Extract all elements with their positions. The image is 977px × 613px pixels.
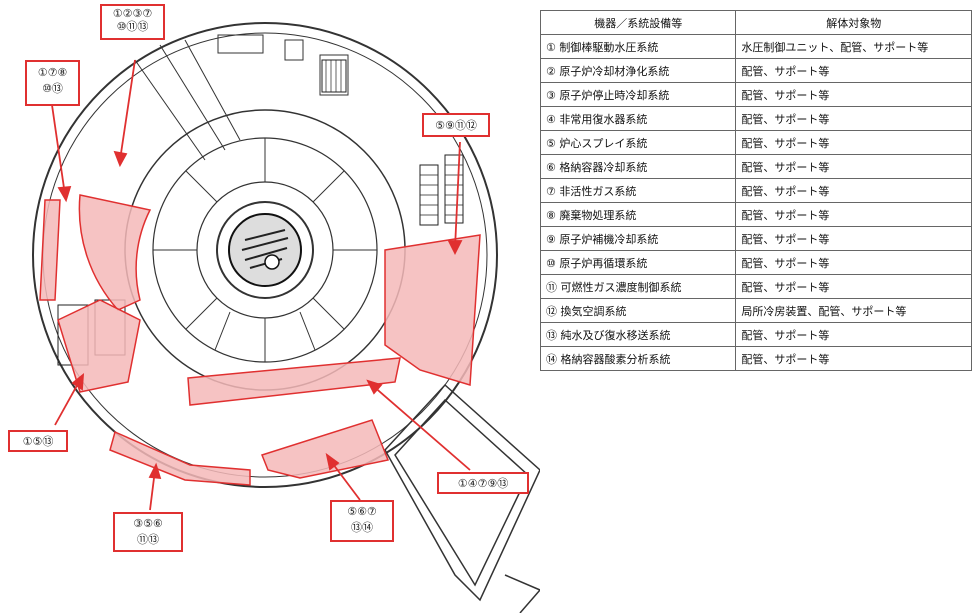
leader-lines — [51, 59, 471, 511]
callout-bottom-left-line1: ①⑤⑬ — [22, 435, 54, 448]
table-row: ⑭ 格納容器酸素分析系統配管、サポート等 — [539, 346, 972, 371]
callout-bottom-right: ⑤⑥⑦ ⑬⑭ — [330, 500, 394, 542]
table-cell-target: 水圧制御ユニット、配管、サポート等 — [735, 34, 972, 59]
callout-right-line1: ⑤⑨⑪⑫ — [435, 119, 477, 132]
table-cell-system: ⑧ 廃棄物処理系統 — [539, 202, 737, 227]
zone-right — [384, 234, 481, 386]
table-row: ⑥ 格納容器冷却系統配管、サポート等 — [539, 154, 972, 179]
top-corridor — [134, 34, 349, 161]
reactor-core — [216, 201, 314, 299]
zone-lower-left — [57, 299, 141, 393]
callout-top-left: ①⑦⑧ ⑩⑬ — [25, 60, 80, 106]
table-cell-target: 配管、サポート等 — [735, 58, 972, 83]
table-cell-target: 配管、サポート等 — [735, 346, 972, 371]
table-cell-target: 配管、サポート等 — [735, 106, 972, 131]
table-cell-system: ③ 原子炉停止時冷却系統 — [539, 82, 737, 107]
table-row: ⑧ 廃棄物処理系統配管、サポート等 — [539, 202, 972, 227]
callout-bottom-mid-line1: ③⑤⑥ — [133, 517, 163, 530]
callout-top-center-line2: ⑩⑪⑬ — [116, 20, 149, 33]
callout-top-center: ①②③⑦ ⑩⑪⑬ — [100, 4, 165, 40]
callout-top-left-line2: ⑩⑬ — [42, 82, 63, 95]
table-row: ⑤ 炉心スプレイ系統配管、サポート等 — [539, 130, 972, 155]
callout-top-left-line1: ①⑦⑧ — [37, 66, 68, 79]
table-cell-system: ② 原子炉冷却材浄化系統 — [539, 58, 737, 83]
table-cell-system: ① 制御棒駆動水圧系統 — [539, 34, 737, 59]
table-row: ① 制御棒駆動水圧系統水圧制御ユニット、配管、サポート等 — [539, 34, 972, 59]
table-row: ⑩ 原子炉再循環系統配管、サポート等 — [539, 250, 972, 275]
table-row: ⑪ 可燃性ガス濃度制御系統配管、サポート等 — [539, 274, 972, 299]
table-cell-target: 配管、サポート等 — [735, 274, 972, 299]
dismantling-zones — [39, 194, 481, 486]
callout-bottom-center-line1: ①④⑦⑨⑬ — [457, 477, 509, 490]
table-cell-system: ⑭ 格納容器酸素分析系統 — [539, 346, 737, 371]
callout-bottom-mid: ③⑤⑥ ⑪⑬ — [113, 512, 183, 552]
callout-top-center-line1: ①②③⑦ — [112, 7, 153, 20]
table-header-equipment: 機器／系統設備等 — [539, 10, 737, 35]
table-row: ③ 原子炉停止時冷却系統配管、サポート等 — [539, 82, 972, 107]
table-cell-target: 配管、サポート等 — [735, 178, 972, 203]
outer-wall — [32, 22, 498, 488]
table-cell-target: 配管、サポート等 — [735, 226, 972, 251]
table-cell-target: 配管、サポート等 — [735, 82, 972, 107]
table-cell-target: 配管、サポート等 — [735, 202, 972, 227]
callout-bottom-right-line1: ⑤⑥⑦ — [347, 505, 377, 518]
callout-right: ⑤⑨⑪⑫ — [422, 113, 490, 137]
table-row: ④ 非常用復水器系統配管、サポート等 — [539, 106, 972, 131]
callout-bottom-center: ①④⑦⑨⑬ — [437, 472, 529, 494]
table-cell-system: ⑤ 炉心スプレイ系統 — [539, 130, 737, 155]
table-row: ⑦ 非活性ガス系統配管、サポート等 — [539, 178, 972, 203]
callout-bottom-left: ①⑤⑬ — [8, 430, 68, 452]
equipment-table: 機器／系統設備等 解体対象物 ① 制御棒駆動水圧系統水圧制御ユニット、配管、サポ… — [539, 10, 972, 371]
table-row: ⑨ 原子炉補機冷却系統配管、サポート等 — [539, 226, 972, 251]
zone-bottom-right — [261, 419, 390, 479]
table-cell-system: ⑦ 非活性ガス系統 — [539, 178, 737, 203]
callout-bottom-right-line2: ⑬⑭ — [351, 521, 373, 534]
table-header-row: 機器／系統設備等 解体対象物 — [539, 10, 972, 35]
table-cell-target: 配管、サポート等 — [735, 130, 972, 155]
zone-far-left — [39, 199, 61, 301]
floor-plan — [32, 22, 540, 613]
zone-left-arc — [78, 194, 152, 311]
rack-hatch — [325, 60, 463, 216]
annex-building — [384, 383, 540, 613]
table-row: ⑬ 純水及び復水移送系統配管、サポート等 — [539, 322, 972, 347]
table-cell-system: ⑪ 可燃性ガス濃度制御系統 — [539, 274, 737, 299]
table-cell-system: ⑫ 換気空調系統 — [539, 298, 737, 323]
callout-bottom-mid-line2: ⑪⑬ — [137, 533, 159, 546]
table-cell-system: ⑬ 純水及び復水移送系統 — [539, 322, 737, 347]
table-cell-target: 配管、サポート等 — [735, 322, 972, 347]
table-row: ⑫ 換気空調系統局所冷房装置、配管、サポート等 — [539, 298, 972, 323]
table-cell-target: 配管、サポート等 — [735, 154, 972, 179]
zone-bottom-arc — [187, 357, 401, 406]
zone-bottom-outer — [109, 430, 251, 486]
table-cell-system: ⑥ 格納容器冷却系統 — [539, 154, 737, 179]
equipment-table-container: 機器／系統設備等 解体対象物 ① 制御棒駆動水圧系統水圧制御ユニット、配管、サポ… — [539, 10, 972, 371]
table-row: ② 原子炉冷却材浄化系統配管、サポート等 — [539, 58, 972, 83]
table-cell-system: ④ 非常用復水器系統 — [539, 106, 737, 131]
table-header-target: 解体対象物 — [735, 10, 972, 35]
table-cell-target: 配管、サポート等 — [735, 250, 972, 275]
table-cell-system: ⑨ 原子炉補機冷却系統 — [539, 226, 737, 251]
table-cell-target: 局所冷房装置、配管、サポート等 — [735, 298, 972, 323]
radial-walls — [153, 138, 377, 362]
table-cell-system: ⑩ 原子炉再循環系統 — [539, 250, 737, 275]
